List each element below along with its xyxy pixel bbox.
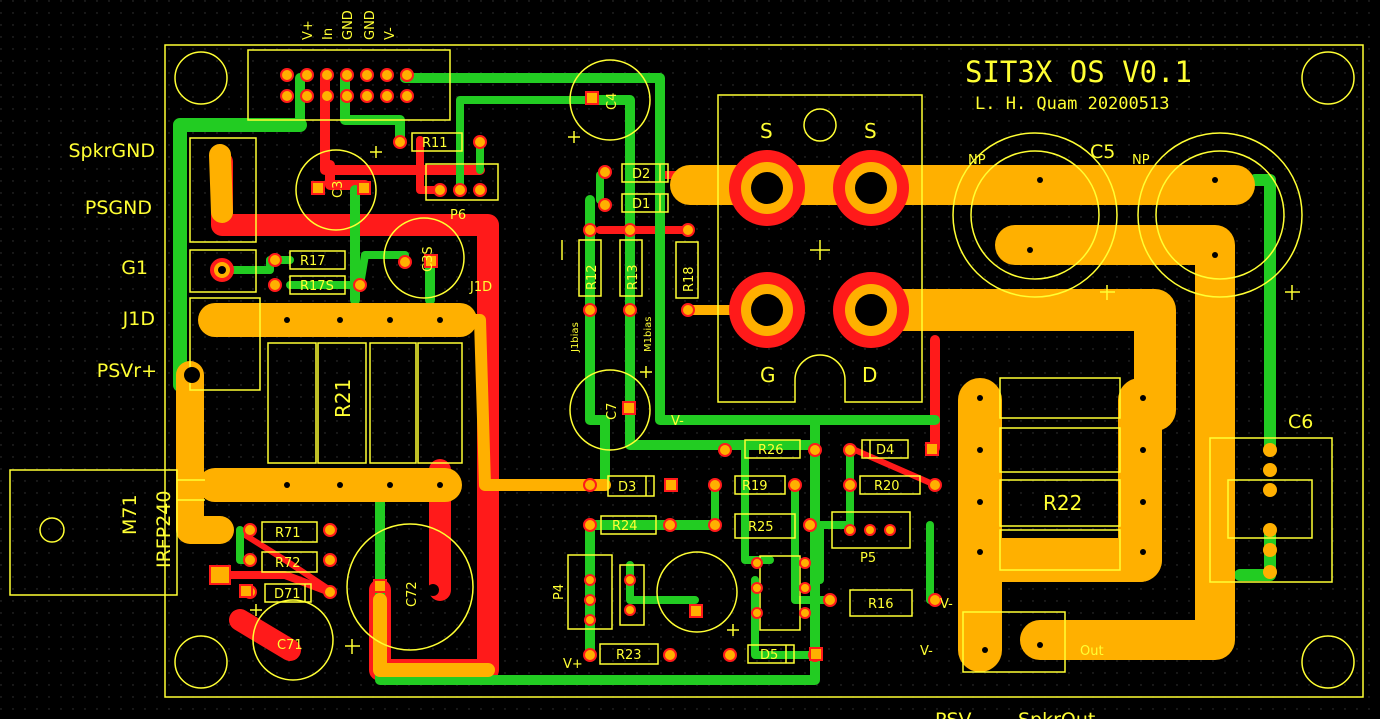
label-r17s: R17S [300, 279, 334, 294]
label-spkrgnd: SpkrGND [68, 140, 155, 162]
label-c5: C5 [1090, 141, 1115, 163]
label-r72: R72 [275, 556, 301, 571]
label-vminus-1: V- [671, 414, 684, 429]
label-r22: R22 [1043, 491, 1082, 515]
board-outline [164, 44, 1364, 698]
label-j1d: J1D [122, 308, 155, 330]
label-d1: D1 [632, 197, 650, 212]
label-c7: C7 [605, 403, 620, 420]
mosfet-pads [729, 150, 909, 348]
label-np-left: NP [968, 153, 986, 168]
mosfet-pin-s2: S [864, 119, 877, 143]
mosfet-pin-g: G [760, 363, 776, 387]
label-c6: C6 [1288, 411, 1313, 433]
label-c3: C3 [331, 181, 346, 198]
label-p6: P6 [450, 208, 466, 223]
label-psvr: PSVr+ [97, 360, 157, 382]
label-psv-minus: PSV- [935, 709, 977, 719]
label-spkrout: SpkrOut [1018, 709, 1095, 719]
label-r71: R71 [275, 526, 301, 541]
label-r19: R19 [742, 479, 768, 494]
label-j1bias: J1bias [570, 322, 581, 353]
label-np-right: NP [1132, 153, 1150, 168]
mosfet-pin-d: D [862, 363, 877, 387]
label-c71: C71 [277, 638, 303, 653]
silkscreen-outlines [9, 49, 1355, 689]
header-pin-in: In [321, 28, 336, 40]
label-j1d-net: J1D [469, 280, 492, 295]
label-d4: D4 [876, 443, 894, 458]
label-r12: R12 [585, 264, 600, 290]
label-m1bias: M1bias [643, 317, 654, 352]
label-m71: M71 [119, 494, 141, 535]
label-d2: D2 [632, 167, 650, 182]
header-pin-gnd1: GND [341, 10, 356, 40]
label-c4: C4 [605, 93, 620, 110]
label-r26: R26 [758, 443, 784, 458]
label-d5: D5 [760, 648, 778, 663]
small-pads [39, 68, 1277, 662]
label-r18: R18 [682, 266, 697, 292]
label-out: Out [1080, 644, 1104, 659]
mosfet-pin-s1: S [760, 119, 773, 143]
label-r24: R24 [612, 519, 638, 534]
label-g1: G1 [121, 257, 148, 279]
header-pin-vplus: V+ [301, 20, 316, 40]
silkscreen-text: SIT3X OS V0.1 L. H. Quam 20200513 V+ In … [68, 10, 1313, 719]
label-r20: R20 [874, 479, 900, 494]
label-p4: P4 [552, 584, 567, 600]
label-r16: R16 [868, 597, 894, 612]
label-d71: D71 [274, 587, 301, 602]
header-pin-vminus: V- [383, 27, 398, 40]
label-r11: R11 [422, 136, 448, 151]
label-p5: P5 [860, 551, 876, 566]
label-c72: C72 [405, 581, 420, 607]
label-irfp240: IRFP240 [153, 491, 175, 568]
label-psgnd: PSGND [85, 197, 152, 219]
label-vplus: V+ [563, 657, 583, 672]
label-r25: R25 [748, 520, 774, 535]
board-title: SIT3X OS V0.1 [965, 55, 1192, 89]
label-vminus-3: V- [920, 644, 933, 659]
label-r17: R17 [300, 254, 326, 269]
label-d3: D3 [618, 480, 636, 495]
header-pin-gnd2: GND [363, 10, 378, 40]
label-r13: R13 [626, 264, 641, 290]
label-r21: R21 [331, 379, 355, 418]
label-c3s: C3S [421, 246, 436, 272]
board-author: L. H. Quam 20200513 [975, 94, 1169, 114]
label-vminus-2: V- [940, 597, 953, 612]
label-r23: R23 [616, 648, 642, 663]
